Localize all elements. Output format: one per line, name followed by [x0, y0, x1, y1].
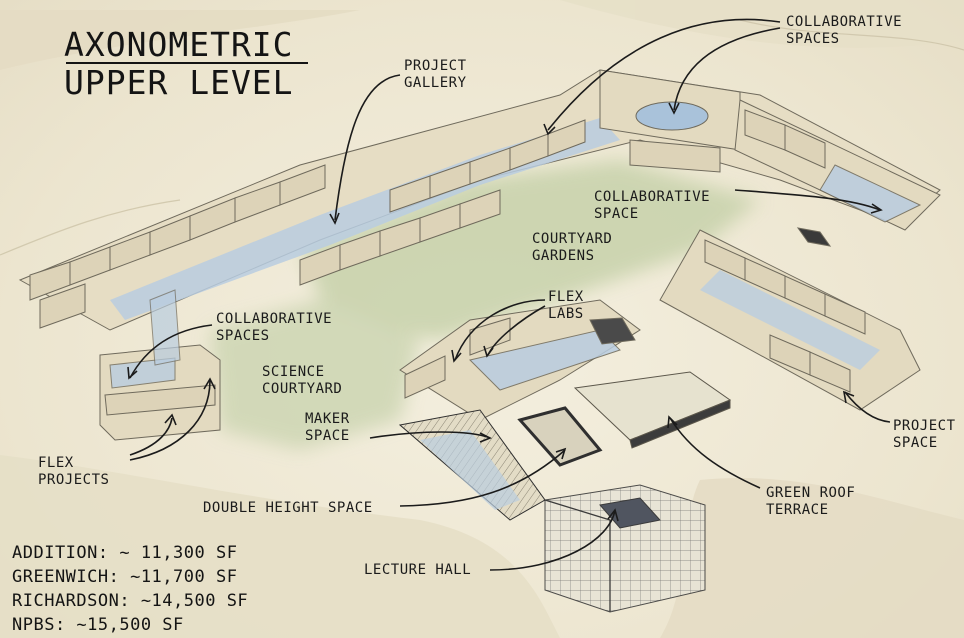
leader-lines: [127, 18, 891, 571]
label-courtyard-gardens: COURTYARD GARDENS: [532, 231, 613, 264]
label-project-space: PROJECT SPACE: [893, 418, 956, 451]
area-addition: ADDITION: ~ 11,300 SF: [12, 543, 238, 563]
label-flex-projects: FLEX PROJECTS: [38, 455, 110, 488]
title-line-1: AXONOMETRIC: [64, 25, 294, 64]
north-pavilion: [599, 69, 741, 173]
area-summary: ADDITION: ~ 11,300 SF GREENWICH: ~11,700…: [12, 541, 248, 637]
west-block: [99, 289, 221, 441]
label-collaborative-space: COLLABORATIVE SPACE: [594, 189, 711, 222]
area-richardson: RICHARDSON: ~14,500 SF: [12, 591, 249, 611]
south-centre-wing: [399, 299, 641, 421]
label-green-roof-terrace: GREEN ROOF TERRACE: [766, 485, 856, 518]
area-greenwich: GREENWICH: ~11,700 SF: [12, 567, 238, 587]
label-collaborative-spaces-left: COLLABORATIVE SPACES: [216, 311, 333, 344]
title-underline: [66, 62, 308, 64]
label-lecture-hall: LECTURE HALL: [364, 562, 472, 578]
green-roof-terrace: [573, 371, 732, 449]
label-collaborative-spaces-top: COLLABORATIVE SPACES: [786, 14, 903, 47]
label-project-gallery: PROJECT GALLERY: [404, 58, 467, 91]
label-double-height-space: DOUBLE HEIGHT SPACE: [203, 500, 373, 516]
area-npbs: NPBS: ~15,500 SF: [12, 615, 184, 635]
label-flex-labs: FLEX LABS: [548, 289, 584, 322]
maker-space-block: [398, 406, 603, 521]
label-maker-space: MAKER SPACE: [305, 411, 350, 444]
title-line-2: UPPER LEVEL: [64, 63, 294, 102]
diagram-title: AXONOMETRIC UPPER LEVEL: [64, 26, 294, 102]
label-science-courtyard: SCIENCE COURTYARD: [262, 364, 343, 397]
lecture-hall-box: [544, 484, 706, 613]
east-wing: [659, 99, 941, 411]
